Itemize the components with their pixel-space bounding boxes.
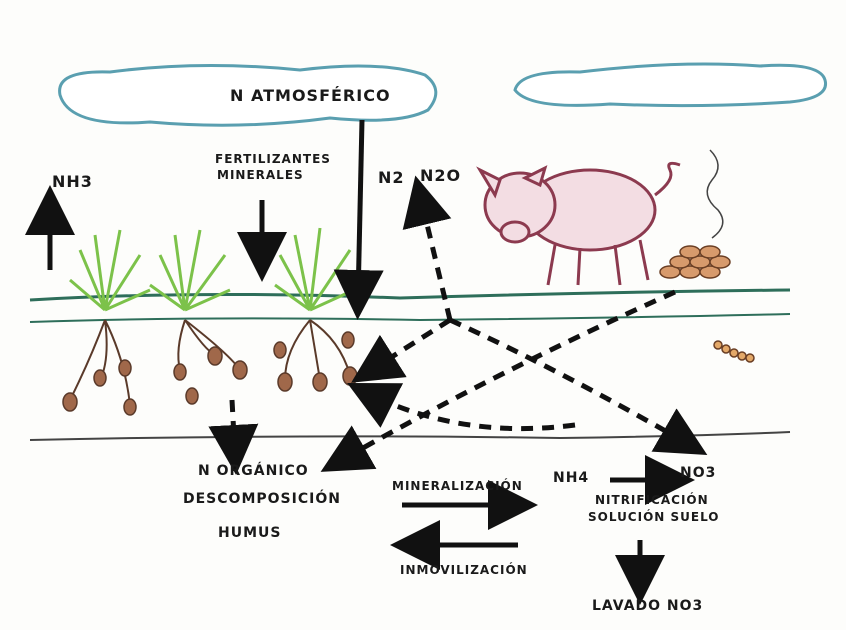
decomposition-label: DESCOMPOSICIÓN	[183, 491, 341, 507]
immobilization-label: INMOVILIZACIÓN	[400, 563, 528, 577]
minerals-label: MINERALES	[217, 168, 304, 182]
nh4-label: NH4	[553, 470, 589, 486]
n2o-label: N2O	[420, 166, 461, 185]
organic-n-label: N ORGÁNICO	[198, 463, 309, 479]
humus-label: HUMUS	[218, 525, 281, 541]
atmospheric-n-label: N ATMOSFÉRICO	[230, 86, 391, 105]
ground-line	[30, 314, 790, 322]
leaching-label: LAVADO NO3	[592, 598, 703, 614]
plant-icon	[70, 228, 365, 310]
no3-label: NO3	[680, 465, 716, 481]
cloud-icon	[515, 64, 826, 106]
manure-pile-icon	[660, 246, 730, 278]
soil-solution-label: SOLUCIÓN SUELO	[588, 510, 720, 524]
mineralization-label: MINERALIZACIÓN	[392, 479, 523, 493]
pig-icon	[480, 163, 680, 285]
odor-lines	[707, 150, 723, 238]
n2-label: N2	[378, 168, 405, 187]
nitrification-label: NITRIFICACIÓN	[595, 493, 709, 507]
fertilizers-label: FERTILIZANTES	[215, 152, 331, 166]
nh3-label: NH3	[52, 172, 93, 191]
earthworm-icon	[714, 341, 754, 362]
